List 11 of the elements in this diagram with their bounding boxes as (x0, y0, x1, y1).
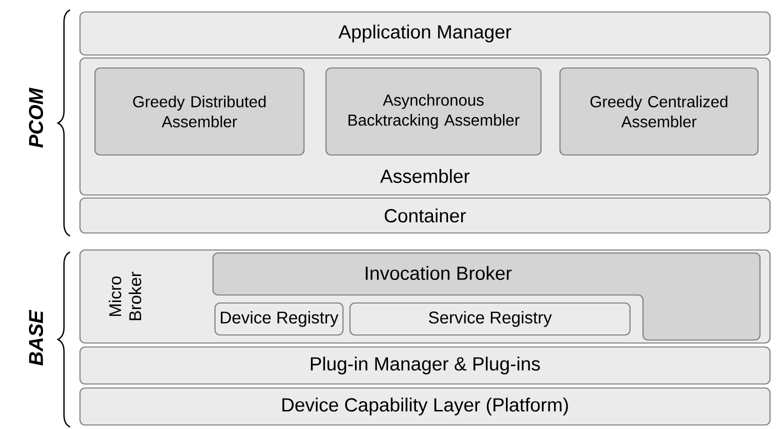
component-box: Greedy Distributed Assembler (94, 67, 305, 156)
layer-box: Plug-in Manager & Plug-ins (79, 346, 771, 385)
component-box: Asynchronous Backtracking Assembler (325, 67, 542, 156)
component-box: Device Registry (214, 302, 344, 336)
component-box: Service Registry (349, 302, 631, 336)
layer-box: Container (79, 197, 771, 234)
side-label: BASE (28, 310, 44, 366)
side-label: PCOM (28, 88, 44, 148)
component-box: Greedy Centralized Assembler (559, 67, 759, 156)
layer-box: Device Capability Layer (Platform) (79, 387, 771, 426)
layer-box: Application Manager (79, 11, 771, 56)
